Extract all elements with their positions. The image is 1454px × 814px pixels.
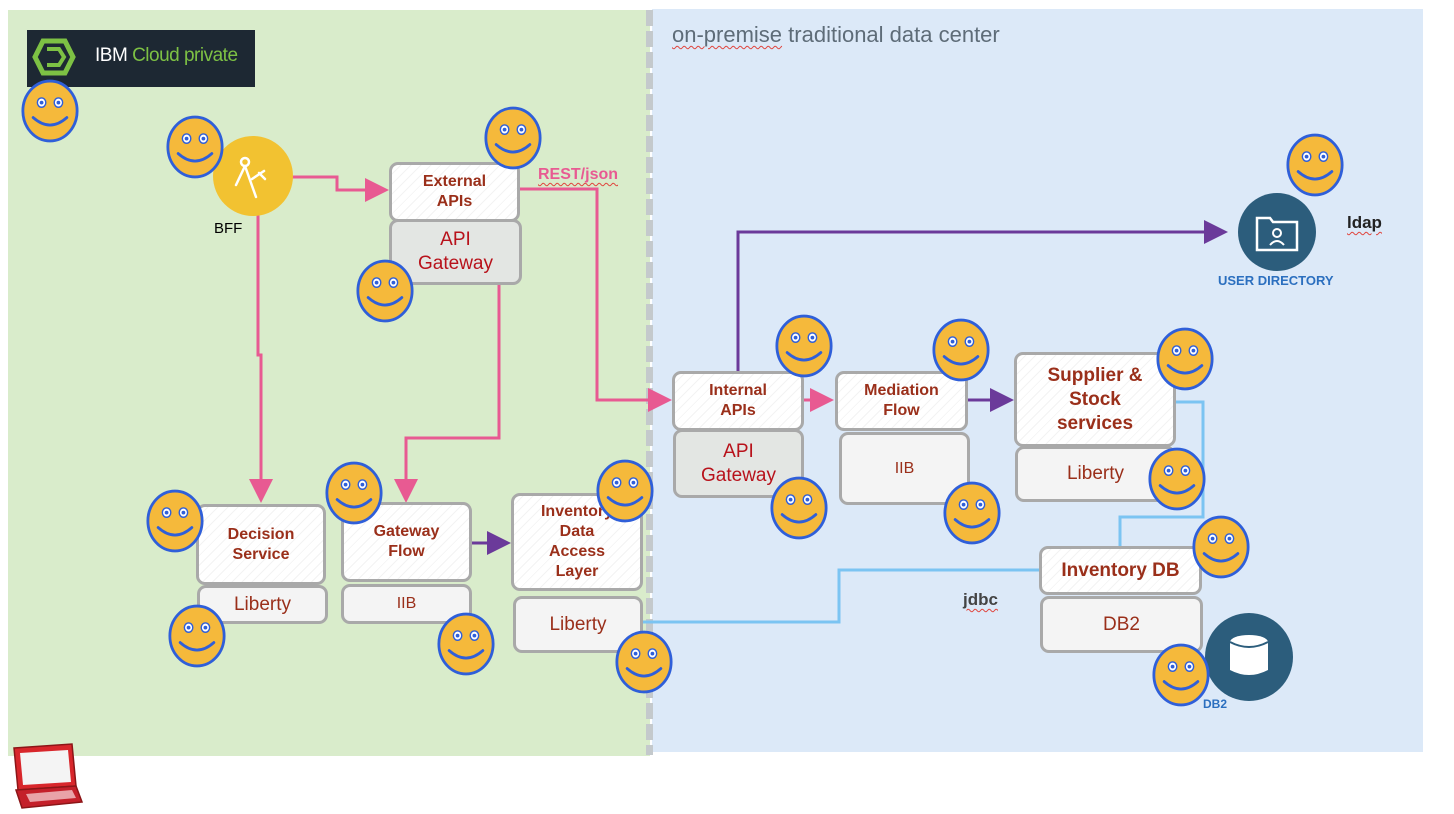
smiley-face-icon bbox=[1156, 327, 1214, 391]
user-directory-label: USER DIRECTORY bbox=[1218, 273, 1334, 288]
inventory-db2-box: DB2 bbox=[1040, 596, 1203, 653]
laptop-icon bbox=[13, 743, 84, 809]
smiley-face-icon bbox=[484, 106, 542, 170]
smiley-face-icon bbox=[1152, 643, 1210, 707]
link-internal-ldap bbox=[736, 220, 1228, 372]
link-supplier-inventory-db bbox=[1118, 400, 1205, 548]
smiley-face-icon bbox=[943, 481, 1001, 545]
smiley-face-icon bbox=[166, 115, 224, 179]
external-api-gateway-box: API Gateway bbox=[389, 219, 522, 285]
ibm-cloud-private-text: IBM Cloud private bbox=[95, 45, 238, 66]
smiley-face-icon bbox=[437, 612, 495, 676]
link-bff-external-apis bbox=[292, 175, 389, 202]
supplier-stock-box: Supplier & Stock services bbox=[1014, 352, 1176, 447]
smiley-face-icon bbox=[356, 259, 414, 323]
supplier-liberty-box: Liberty bbox=[1015, 446, 1176, 502]
smiley-face-icon bbox=[770, 476, 828, 540]
jdbc-label: jdbc bbox=[963, 590, 998, 609]
smiley-face-icon bbox=[325, 461, 383, 525]
smiley-face-icon bbox=[146, 489, 204, 553]
onprem-title: on-premise traditional data center bbox=[672, 22, 1000, 47]
bff-label: BFF bbox=[214, 220, 243, 237]
gateway-iib-box: IIB bbox=[341, 584, 472, 624]
link-dal-inventory-db bbox=[643, 568, 1041, 624]
smiley-face-icon bbox=[1192, 515, 1250, 579]
internal-apis-box: Internal APIs bbox=[672, 371, 804, 431]
smiley-face-icon bbox=[596, 459, 654, 523]
smiley-face-icon bbox=[775, 314, 833, 378]
rest-json-label: REST/json bbox=[538, 166, 619, 183]
mediation-iib-box: IIB bbox=[839, 432, 970, 505]
ibm-cloud-private-logo: IBM Cloud private bbox=[27, 30, 255, 87]
smiley-face-icon bbox=[615, 630, 673, 694]
database-icon bbox=[1205, 613, 1293, 701]
user-directory-icon bbox=[1238, 193, 1316, 271]
smiley-face-icon bbox=[932, 318, 990, 382]
smiley-face-icon bbox=[21, 79, 79, 143]
link-gateway-gateway-flow bbox=[394, 285, 501, 503]
link-external-internal-apis bbox=[520, 187, 672, 412]
mediation-flow-box: Mediation Flow bbox=[835, 371, 968, 431]
db2-icon-label: DB2 bbox=[1203, 697, 1228, 711]
decision-service-box: Decision Service bbox=[196, 504, 326, 585]
external-apis-box: External APIs bbox=[389, 162, 520, 222]
bff-compass-icon bbox=[213, 136, 293, 216]
inventory-db-box: Inventory DB bbox=[1039, 546, 1202, 595]
smiley-face-icon bbox=[168, 604, 226, 668]
smiley-face-icon bbox=[1286, 133, 1344, 197]
zone-divider bbox=[646, 10, 653, 755]
link-bff-decision-service bbox=[249, 215, 273, 503]
ibm-cloud-hex-icon bbox=[32, 38, 76, 76]
smiley-face-icon bbox=[1148, 447, 1206, 511]
ldap-label: ldap bbox=[1347, 213, 1382, 232]
